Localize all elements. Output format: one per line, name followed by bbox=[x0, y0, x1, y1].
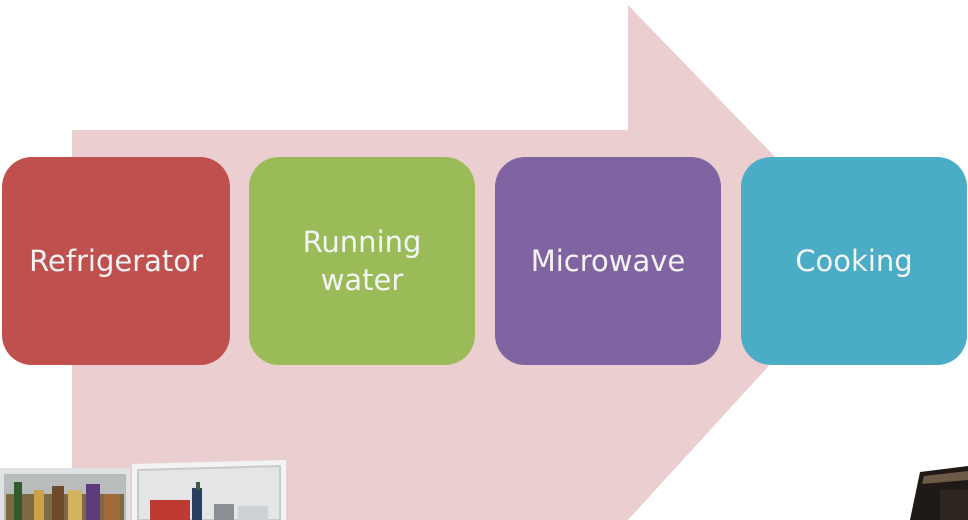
step-microwave: Microwave bbox=[495, 157, 721, 365]
step-label: Refrigerator bbox=[29, 244, 203, 278]
step-label: Microwave bbox=[530, 244, 686, 278]
step-refrigerator: Refrigerator bbox=[2, 157, 230, 365]
kitchen-photo bbox=[910, 466, 968, 520]
step-cooking: Cooking bbox=[741, 157, 967, 365]
step-label: Cooking bbox=[795, 244, 913, 278]
refrigerator-photo bbox=[0, 460, 288, 520]
step-running-water: Running water bbox=[249, 157, 475, 365]
step-label: Running water bbox=[302, 225, 422, 297]
